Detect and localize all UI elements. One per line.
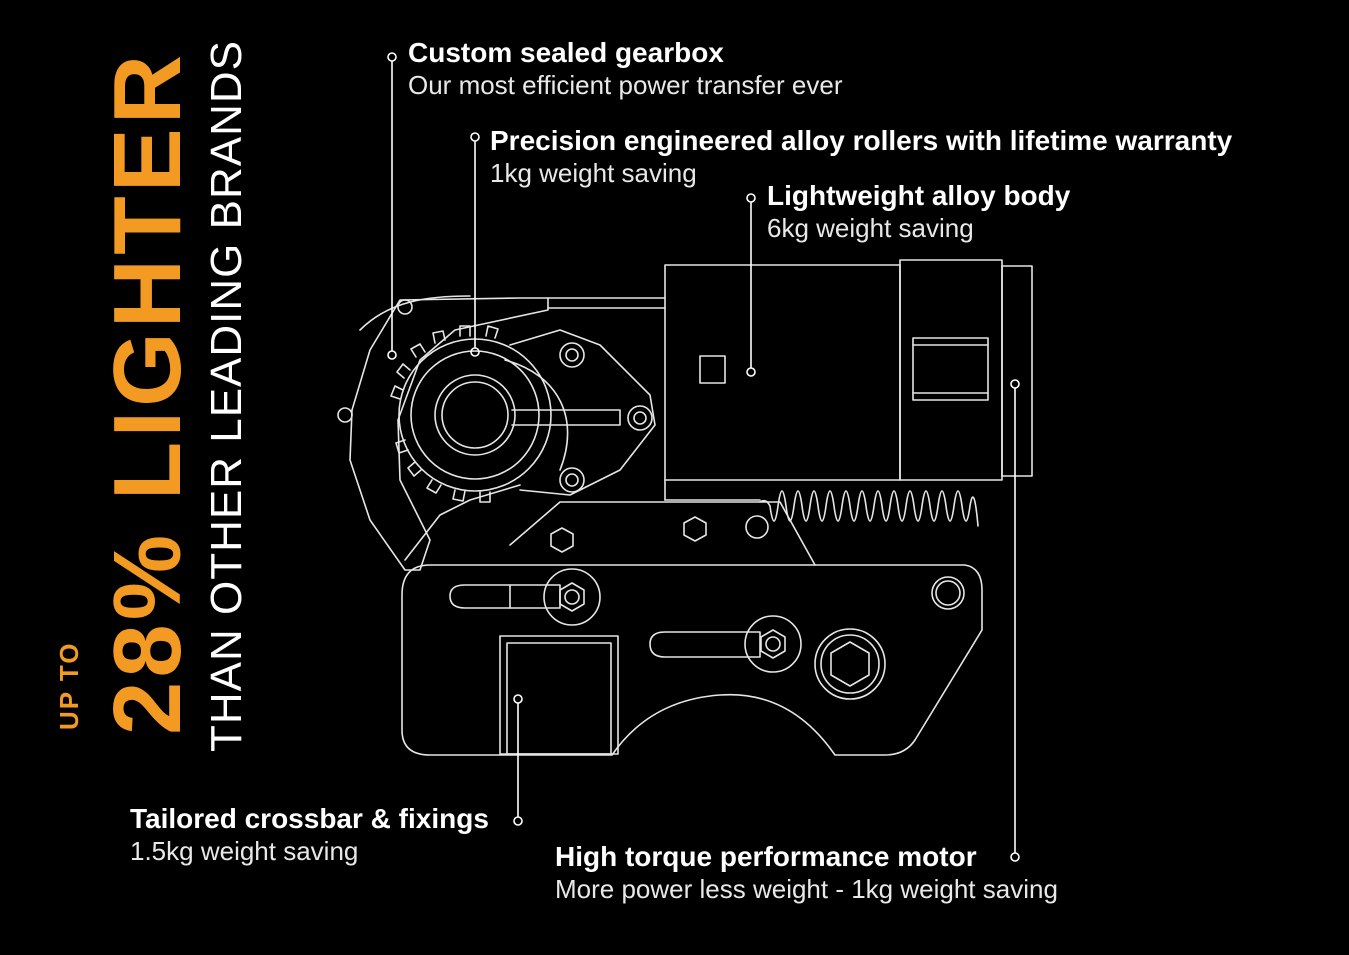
callout-crossbar: Tailored crossbar & fixings 1.5kg weight… <box>130 803 489 867</box>
callout-subtitle: 1.5kg weight saving <box>130 836 359 866</box>
motor-body <box>664 259 1033 501</box>
callout-subtitle: 6kg weight saving <box>767 213 974 243</box>
leader-rollers <box>470 132 480 357</box>
callout-title: Precision engineered alloy rollers with … <box>490 125 1233 156</box>
leader-motor <box>1010 379 1020 862</box>
upper-bracket <box>509 501 816 566</box>
spring <box>759 490 979 527</box>
leader-body <box>746 193 756 377</box>
leader-lines <box>387 52 1020 862</box>
callout-gearbox: Custom sealed gearbox Our most efficient… <box>408 37 842 101</box>
leader-gearbox <box>387 52 397 360</box>
callout-body: Lightweight alloy body 6kg weight saving <box>767 180 1070 244</box>
callout-motor: High torque performance motor More power… <box>555 841 1058 905</box>
callout-title: Custom sealed gearbox <box>408 37 724 68</box>
callout-subtitle: 1kg weight saving <box>490 158 697 188</box>
callout-subtitle: Our most efficient power transfer ever <box>408 70 843 100</box>
callout-title: High torque performance motor <box>555 841 977 872</box>
callout-rollers: Precision engineered alloy rollers with … <box>490 125 1232 189</box>
callout-subtitle: More power less weight - 1kg weight savi… <box>555 874 1058 904</box>
callout-title: Lightweight alloy body <box>767 180 1071 211</box>
roller-arm <box>504 329 656 496</box>
base-plate <box>401 564 983 756</box>
gearbox-housing <box>337 295 666 571</box>
callout-title: Tailored crossbar & fixings <box>130 803 489 834</box>
leader-crossbar <box>513 694 523 826</box>
